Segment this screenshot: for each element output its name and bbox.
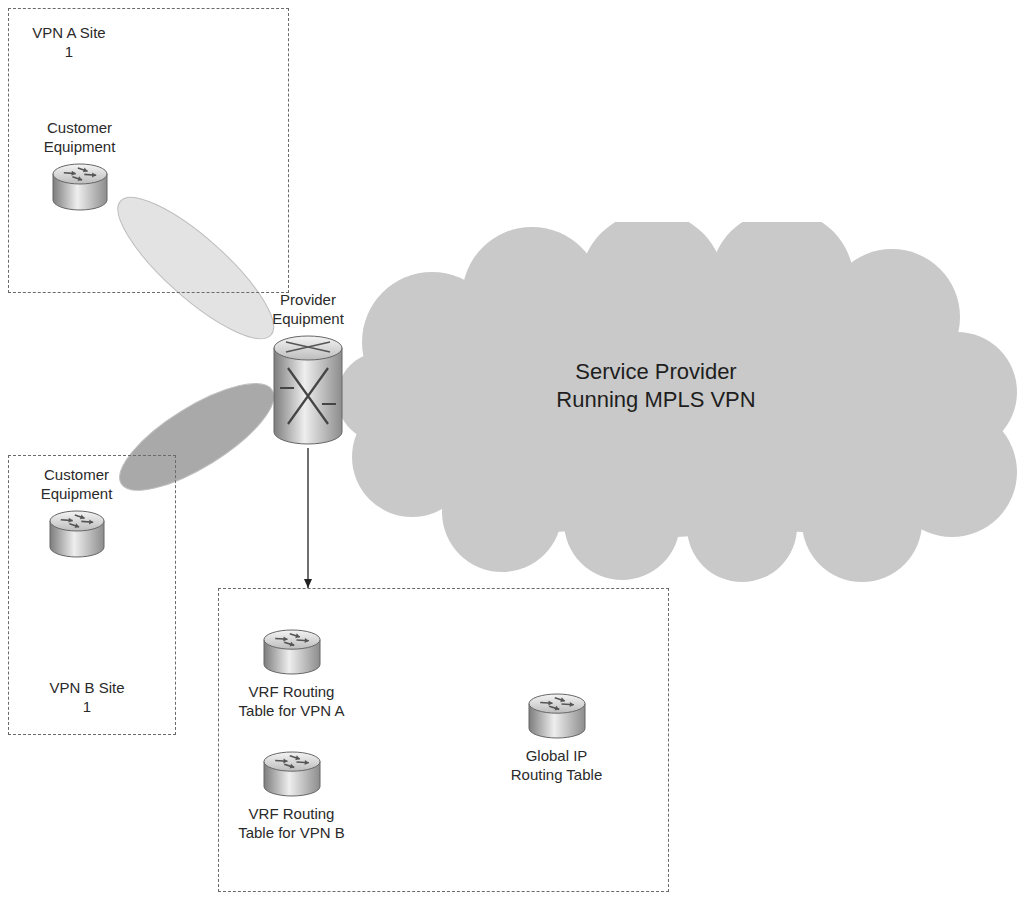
access-link	[105, 365, 288, 510]
router-node: Customer Equipment	[22, 465, 132, 559]
router-icon	[48, 509, 106, 559]
router-top	[274, 336, 342, 360]
node-label: VRF Routing Table for VPN B	[234, 804, 350, 842]
router-arrow-head	[71, 170, 75, 175]
router-top	[50, 511, 104, 531]
router-arrow-head	[304, 760, 308, 765]
arrow-connector	[307, 448, 308, 588]
router-arrow-head	[548, 700, 552, 705]
router-arrow	[286, 342, 330, 352]
cloud-lobe	[337, 352, 427, 442]
router-arrow-head	[289, 641, 294, 646]
node-label: VPN A Site 1	[31, 23, 107, 61]
router-arrow-head	[554, 705, 559, 710]
node-label: Provider Equipment	[266, 290, 350, 328]
router-arrow-head	[295, 755, 300, 760]
router-arrow-head	[92, 172, 96, 177]
router-icon	[527, 692, 587, 740]
router-top	[529, 694, 585, 713]
provider-router: Provider Equipment	[262, 290, 354, 446]
access-link	[101, 179, 291, 358]
node-label: Service Provider Running MPLS VPN	[536, 358, 776, 414]
router-icon	[262, 750, 322, 798]
switch-cross	[280, 368, 336, 424]
switch-router-icon	[272, 334, 344, 446]
router-arrow-head	[68, 517, 72, 522]
routing-table-group: VRF Routing Table for VPN A Global IP Rou…	[218, 588, 669, 892]
node-label: VPN B Site 1	[49, 678, 125, 716]
node-label: Customer Equipment	[34, 118, 126, 156]
router-arrow-head	[283, 636, 287, 641]
router-arrow-head	[295, 633, 300, 638]
site-boundary: VPN B Site 1 Customer Equipment	[8, 455, 176, 735]
router-node: Global IP Routing Table	[488, 692, 626, 784]
router-arrow-head	[289, 763, 294, 768]
router-node: Customer Equipment	[30, 118, 130, 212]
router-node: VRF Routing Table for VPN B	[222, 750, 362, 842]
router-arrow-head	[79, 514, 84, 519]
router-icon	[262, 628, 322, 676]
site-boundary: VPN A Site 1 Customer Equipment	[8, 8, 289, 293]
router-arrow-head	[89, 519, 93, 524]
router-body	[274, 348, 342, 444]
router-arrow-head	[560, 697, 565, 702]
router-arrow-head	[304, 638, 308, 643]
router-node: VRF Routing Table for VPN A	[222, 628, 362, 720]
router-arrow-head	[569, 702, 573, 707]
node-label: Customer Equipment	[31, 465, 123, 503]
node-label: Global IP Routing Table	[505, 746, 609, 784]
router-arrow-head	[283, 758, 287, 763]
node-label: VRF Routing Table for VPN A	[234, 682, 350, 720]
router-arrow-head	[77, 176, 82, 181]
router-top	[264, 752, 320, 771]
router-icon	[51, 162, 109, 212]
router-top	[53, 164, 107, 184]
provider-cloud: Service Provider Running MPLS VPN	[332, 222, 1020, 584]
router-top	[264, 630, 320, 649]
cloud-fill	[337, 222, 1017, 582]
router-arrow-head	[74, 523, 79, 528]
router-arrow-head	[82, 167, 87, 172]
